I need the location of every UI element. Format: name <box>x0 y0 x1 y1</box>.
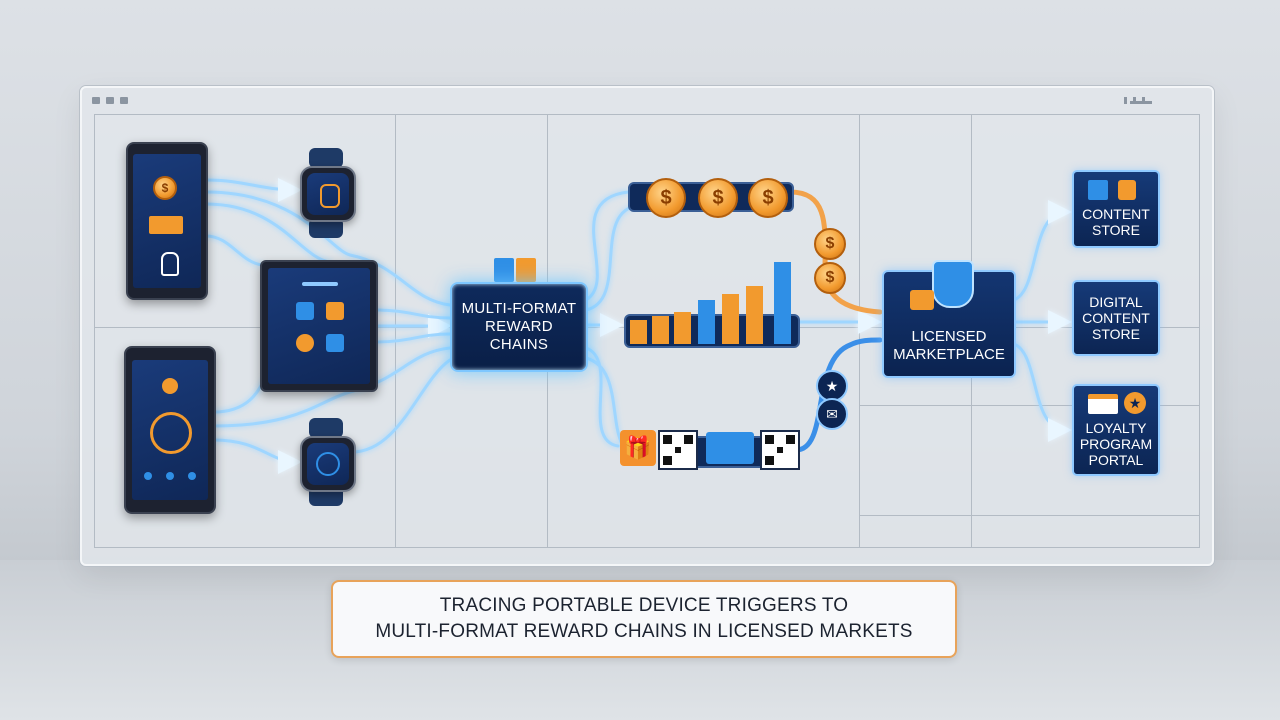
app-icon <box>326 334 344 352</box>
tablet <box>260 260 378 392</box>
coin-icon: $ <box>153 176 177 200</box>
marketplace-label-line2: MARKETPLACE <box>893 346 1005 363</box>
qr-code-icon <box>760 430 800 470</box>
smartwatch-top <box>300 166 356 222</box>
loyalty-label-line3: PORTAL <box>1088 452 1144 468</box>
watch-strap <box>309 418 343 438</box>
tap-hand-icon <box>161 252 179 276</box>
smartwatch-bottom <box>300 436 356 492</box>
shopping-bag-icon <box>494 258 514 282</box>
licensed-marketplace: LICENSED MARKETPLACE <box>882 260 1016 378</box>
loyalty-label-line2: PROGRAM <box>1079 436 1153 452</box>
reward-chains-hub: MULTI-FORMAT REWARD CHAINS <box>450 282 588 372</box>
digital-store-label-line1: DIGITAL <box>1089 294 1143 310</box>
coin-icon: $ <box>814 262 846 294</box>
coin-icon: $ <box>814 228 846 260</box>
caption-line1: TRACING PORTABLE DEVICE TRIGGERS TO <box>439 595 849 616</box>
window-indicators <box>1124 97 1152 104</box>
app-icon <box>296 302 314 320</box>
payment-card-icon <box>149 216 183 234</box>
caption-line2: MULTI-FORMAT REWARD CHAINS IN LICENSED M… <box>375 621 913 642</box>
digital-store-label-line3: STORE <box>1092 326 1140 342</box>
hub-label-line2: REWARD <box>485 318 553 335</box>
diagram-caption: TRACING PORTABLE DEVICE TRIGGERS TO MULT… <box>331 580 957 658</box>
padlock-icon <box>1118 180 1136 200</box>
shopping-bag-icon <box>516 258 536 282</box>
coin-icon: $ <box>748 178 788 218</box>
qr-code-icon <box>658 430 698 470</box>
hub-label-line3: CHAINS <box>489 336 549 353</box>
checkmark-icon <box>316 452 340 476</box>
shield-check-icon <box>932 260 974 308</box>
user-signal-icon <box>162 378 178 394</box>
credit-card-icon <box>1088 394 1118 414</box>
marketplace-label-line1: LICENSED <box>911 328 987 345</box>
app-icon <box>326 302 344 320</box>
watch-strap <box>309 218 343 238</box>
envelope-icon: ✉ <box>816 398 848 430</box>
content-store-label-line2: STORE <box>1092 222 1140 238</box>
gift-card-icon: 🎁 <box>620 430 656 466</box>
smartphone-bottom <box>124 346 216 514</box>
digital-content-store-card: DIGITAL CONTENT STORE <box>1072 280 1160 356</box>
coin-icon: $ <box>698 178 738 218</box>
padlock-icon <box>910 290 934 310</box>
content-store-card: CONTENT STORE <box>1072 170 1160 248</box>
coin-icon: $ <box>646 178 686 218</box>
tap-gesture-icon <box>320 184 340 208</box>
voucher-ticket-icon <box>706 432 754 464</box>
loyalty-label-line1: LOYALTY <box>1085 420 1147 436</box>
content-store-label-line1: CONTENT <box>1082 206 1150 222</box>
digital-store-label-line2: CONTENT <box>1082 310 1150 326</box>
window-controls <box>92 97 128 104</box>
smartphone-top: $ <box>126 142 208 300</box>
reward-bars <box>626 262 796 344</box>
watch-strap <box>309 148 343 168</box>
user-icon <box>296 334 314 352</box>
hub-label-line1: MULTI-FORMAT <box>461 300 577 317</box>
star-badge-icon: ★ <box>1124 392 1146 414</box>
nfc-tap-icon <box>150 412 192 454</box>
book-icon <box>1088 180 1108 200</box>
loyalty-program-portal-card: ★ LOYALTY PROGRAM PORTAL <box>1072 384 1160 476</box>
